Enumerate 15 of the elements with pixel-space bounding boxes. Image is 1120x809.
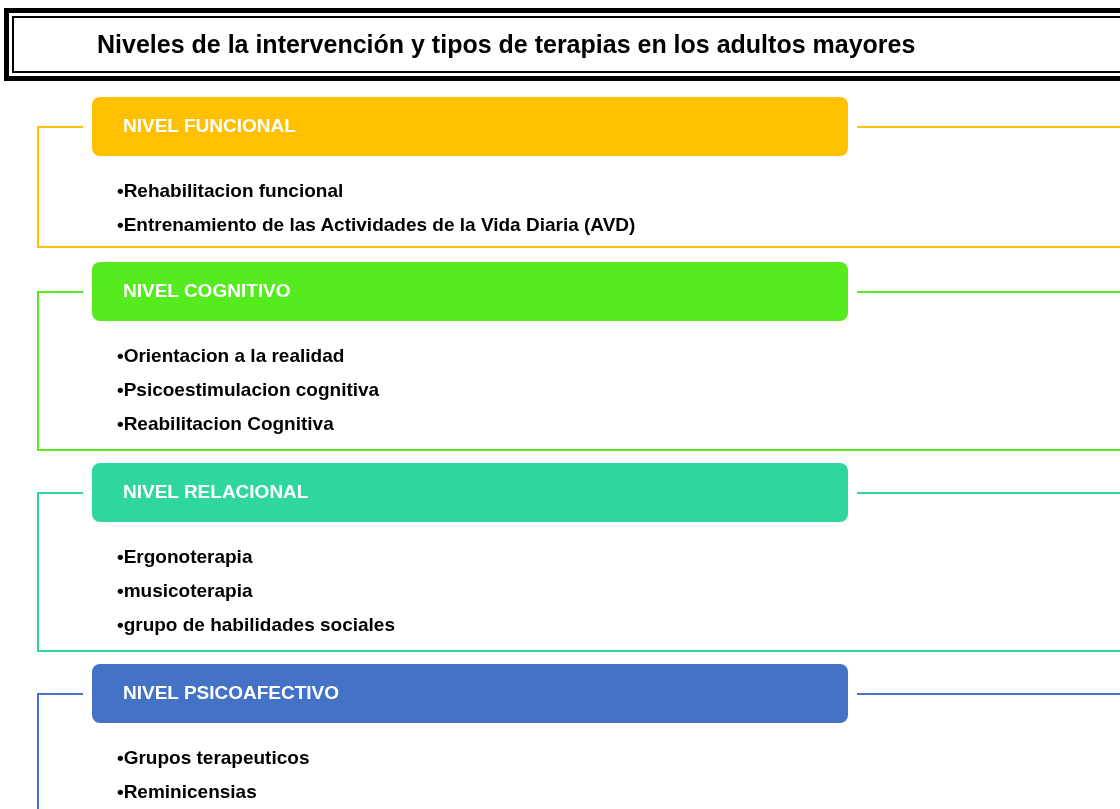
therapy-item: •Grupos terapeuticos (117, 746, 310, 770)
therapy-item: •Psicoestimulacion cognitiva (117, 378, 380, 402)
therapy-item: •Orientacion a la realidad (117, 344, 345, 368)
level-title: NIVEL FUNCIONAL (123, 114, 296, 139)
level-title: NIVEL RELACIONAL (123, 480, 309, 505)
title: Niveles de la intervención y tipos de terapias en los adultos mayores (97, 28, 916, 60)
therapy-item: •musicoterapia (117, 579, 253, 603)
therapy-item: •grupo de habilidades sociales (117, 613, 395, 637)
level-title: NIVEL COGNITIVO (123, 279, 291, 304)
therapy-item: •Reabilitacion Cognitiva (117, 412, 334, 436)
therapy-item: •Ergonoterapia (117, 545, 253, 569)
level-title: NIVEL PSICOAFECTIVO (123, 681, 340, 706)
therapy-item: •Reminicensias (117, 780, 257, 804)
therapy-item: •Entrenamiento de las Actividades de la Vida Diaria (AVD) (117, 213, 636, 237)
therapy-item: •Rehabilitacion funcional (117, 179, 344, 203)
